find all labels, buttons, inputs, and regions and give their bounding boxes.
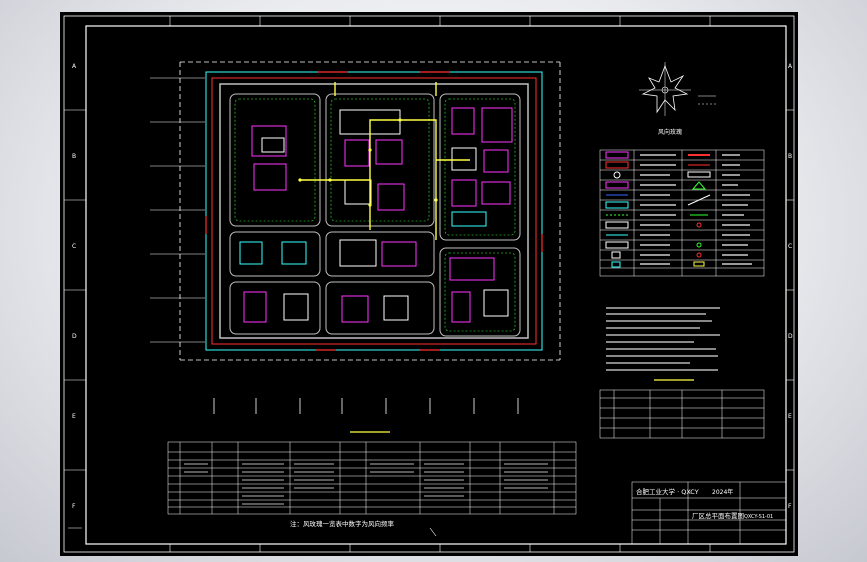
legend-swatches [605, 151, 711, 268]
grid-letter-c-right: C [788, 243, 792, 250]
title-block-year: 2024年 [712, 488, 733, 496]
site-outline-red [211, 77, 537, 345]
grid-letter-d-right: D [788, 333, 793, 340]
grid-letter-b-right: B [788, 153, 792, 160]
legend-table [599, 149, 765, 277]
notes-lines [606, 307, 720, 371]
inner-border [85, 25, 787, 545]
elevation-marks [150, 77, 205, 343]
grid-letter-c: C [72, 243, 76, 250]
pipe-dots [298, 118, 438, 207]
title-block-drawing-number: QXCY-S1-01 [744, 514, 773, 520]
grid-letter-f-right: F [788, 503, 792, 510]
wind-rose-icon [639, 62, 691, 116]
title-block-school: 合肥工业大学 · QXCY [636, 487, 699, 496]
block-inner-green [234, 98, 516, 332]
drawing-sheet [60, 12, 798, 556]
gates [205, 71, 543, 351]
building-table-note: 注：风玫瑰一览表中数字为风向频率 [290, 519, 395, 528]
site-outline-outer [205, 71, 543, 351]
site-road-ring [219, 83, 529, 339]
legend-text-lines [640, 154, 752, 265]
small-table [599, 389, 765, 439]
site-blocks [229, 93, 521, 337]
buildings [239, 107, 513, 323]
north-tick [429, 527, 437, 537]
grid-ticks [64, 16, 794, 552]
grid-letter-b: B [72, 153, 76, 160]
section-marks [213, 398, 519, 414]
grid-letter-e-right: E [788, 413, 792, 420]
grid-letter-a-right: A [788, 63, 793, 70]
outer-border [63, 15, 795, 553]
wind-rose-label: 风向玫瑰 [658, 128, 682, 136]
grid-letter-d: D [72, 333, 77, 340]
title-block-drawing-title: 厂区总平面布置图 [692, 511, 744, 520]
wind-rose-key [698, 95, 716, 105]
site-boundary-dashes [179, 61, 561, 361]
grid-letter-a: A [72, 63, 77, 70]
building-table [167, 441, 577, 515]
grid-letter-f: F [72, 503, 76, 510]
grid-letters-left: A B C D E F A B C D E F [72, 63, 793, 510]
grid-letter-e: E [72, 413, 76, 420]
pipelines [300, 82, 470, 240]
title-block [631, 481, 787, 545]
building-table-text [184, 463, 548, 505]
